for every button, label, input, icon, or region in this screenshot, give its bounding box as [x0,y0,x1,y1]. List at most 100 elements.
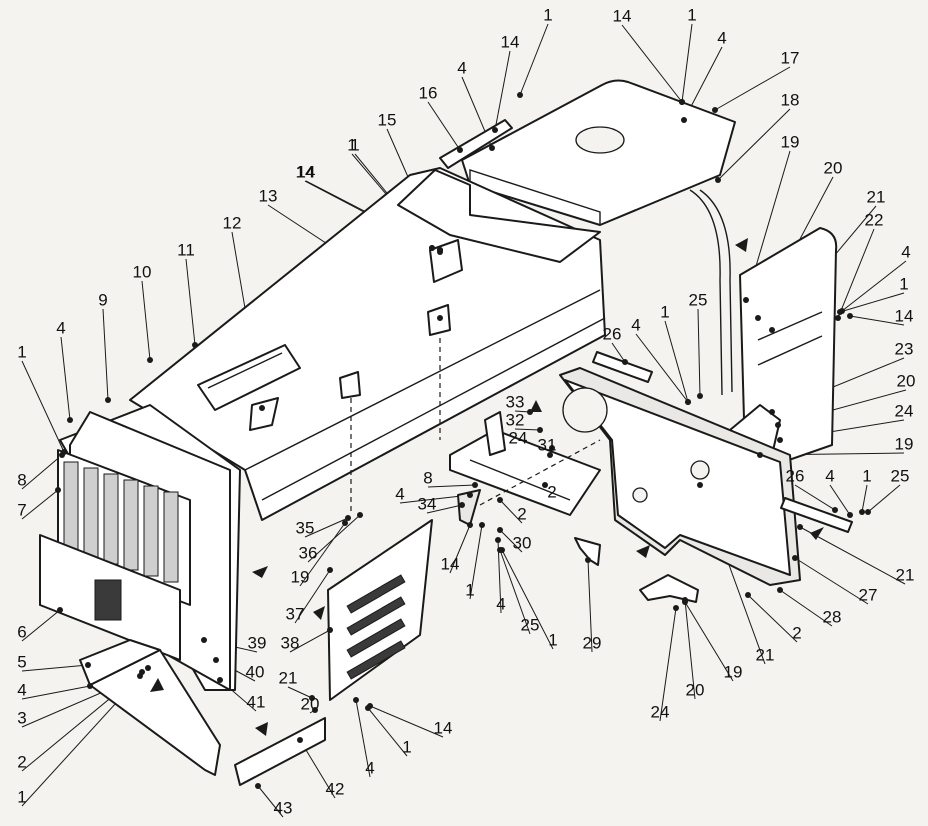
fastener-point [547,452,553,458]
leader-line [501,549,554,650]
leader-line [499,529,523,553]
leader-line [21,609,61,642]
leader-line [21,360,65,453]
part-callout: 1 [548,630,558,650]
leader-line [21,454,63,490]
fastener-point [105,397,111,403]
part-callout: 29 [582,633,602,653]
part-callout: 8 [423,468,433,488]
latch-12 [249,397,279,431]
leader-line [304,517,349,538]
part-callout: 9 [98,290,108,310]
part-callout: 20 [896,371,916,391]
part-callout: 23 [894,339,914,359]
part-callout: 5 [17,652,27,672]
part-callout: 2 [17,752,27,772]
fastener-point [259,405,265,411]
part-callout: 18 [780,90,800,110]
fastener-point [213,657,219,663]
part-callout: 21 [278,668,298,688]
part-callout: 30 [512,533,532,553]
side-louvre-panel [327,519,433,701]
part-callout: 42 [325,779,345,799]
fastener-point [715,177,721,183]
leader-line [635,333,689,403]
fastener-point [437,249,443,255]
part-callout: 20 [300,694,320,714]
fastener-point [459,502,465,508]
part-callout: 14 [500,32,520,52]
fastener-point [835,315,841,321]
leader-line [621,24,683,103]
fastener-point [682,597,688,603]
fastener-point [327,567,333,573]
part-callout: 2 [517,504,527,524]
part-callout: 4 [496,594,506,614]
plate-29b [639,574,699,603]
fastener-point [327,627,333,633]
fastener-point [457,147,463,153]
part-callout: 16 [418,83,438,103]
leader-line [449,524,471,574]
part-callout: 4 [17,680,27,700]
leader-line [794,557,869,605]
part-callout: 21 [755,645,775,665]
fastener-point [217,677,223,683]
fastener-point [792,555,798,561]
leader-line [499,549,531,635]
part-callout: 10 [132,262,152,282]
part-callout: 19 [894,434,914,454]
fastener-point [85,662,91,668]
leader-line [829,484,851,516]
fastener-point [67,417,73,423]
fastener-point [479,522,485,528]
part-callout: 14 [433,718,453,738]
leader-line [681,23,693,103]
fastener-point [353,697,359,703]
fastener-point [467,522,473,528]
part-callout: 4 [717,28,727,48]
part-callout: 22 [864,210,884,230]
part-callout: 1 [347,135,357,155]
leader-line [494,50,511,131]
fastener-point [745,592,751,598]
leader-line [185,258,196,346]
part-callout: 1 [17,787,27,807]
latch-upper [339,371,361,399]
part-callout: 26 [602,324,622,344]
fastener-point [437,315,443,321]
part-callout: 4 [365,758,375,778]
part-callout: 19 [780,132,800,152]
fastener-point [697,482,703,488]
fastener-point [57,607,63,613]
leader-line [519,23,549,96]
fastener-point [365,705,371,711]
part-callout: 14 [612,6,632,26]
part-callout: 1 [687,5,697,25]
lower-bracket [234,717,326,786]
part-callout: 34 [417,494,437,514]
fastener-point [489,145,495,151]
leader-line [697,308,701,397]
fastener-point [769,409,775,415]
part-callout: 19 [290,567,310,587]
fastener-point [775,422,781,428]
fastener-point [527,409,533,415]
part-callout: 1 [543,5,553,25]
leader-line [299,522,346,587]
part-callout: 4 [901,242,911,262]
direction-arrows [150,238,824,736]
center-bracket [449,411,601,516]
plate-29a [574,537,601,566]
part-callout: 39 [247,633,267,653]
part-callout: 3 [17,708,27,728]
part-callout: 17 [780,48,800,68]
leader-line [102,308,109,401]
fastener-point [497,527,503,533]
part-callout: 6 [17,622,27,642]
leader-line [841,260,907,312]
fastener-point [255,783,261,789]
fastener-point [499,547,505,553]
part-callout: 41 [246,692,266,712]
